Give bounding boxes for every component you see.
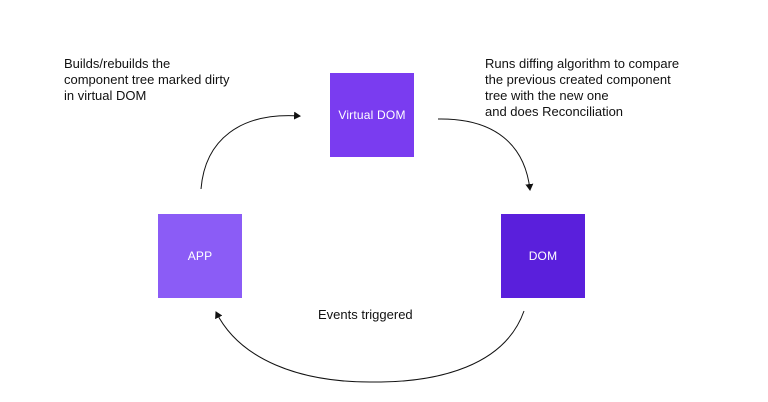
arrow-app-to-virtual-dom [200,111,301,190]
dom-label: DOM [528,249,558,263]
virtual-dom-node: Virtual DOM [330,73,414,157]
virtual-dom-label: Virtual DOM [338,108,406,122]
arrow-virtual-dom-to-dom [437,118,534,191]
arrow-dom-to-app [215,310,525,383]
build-annotation: Builds/rebuilds the component tree marke… [64,56,230,103]
diff-annotation: Runs diffing algorithm to compare the pr… [485,56,680,119]
app-node: APP [158,214,242,298]
dom-node: DOM [501,214,585,298]
app-label: APP [187,249,213,263]
events-annotation: Events triggered [318,307,413,322]
